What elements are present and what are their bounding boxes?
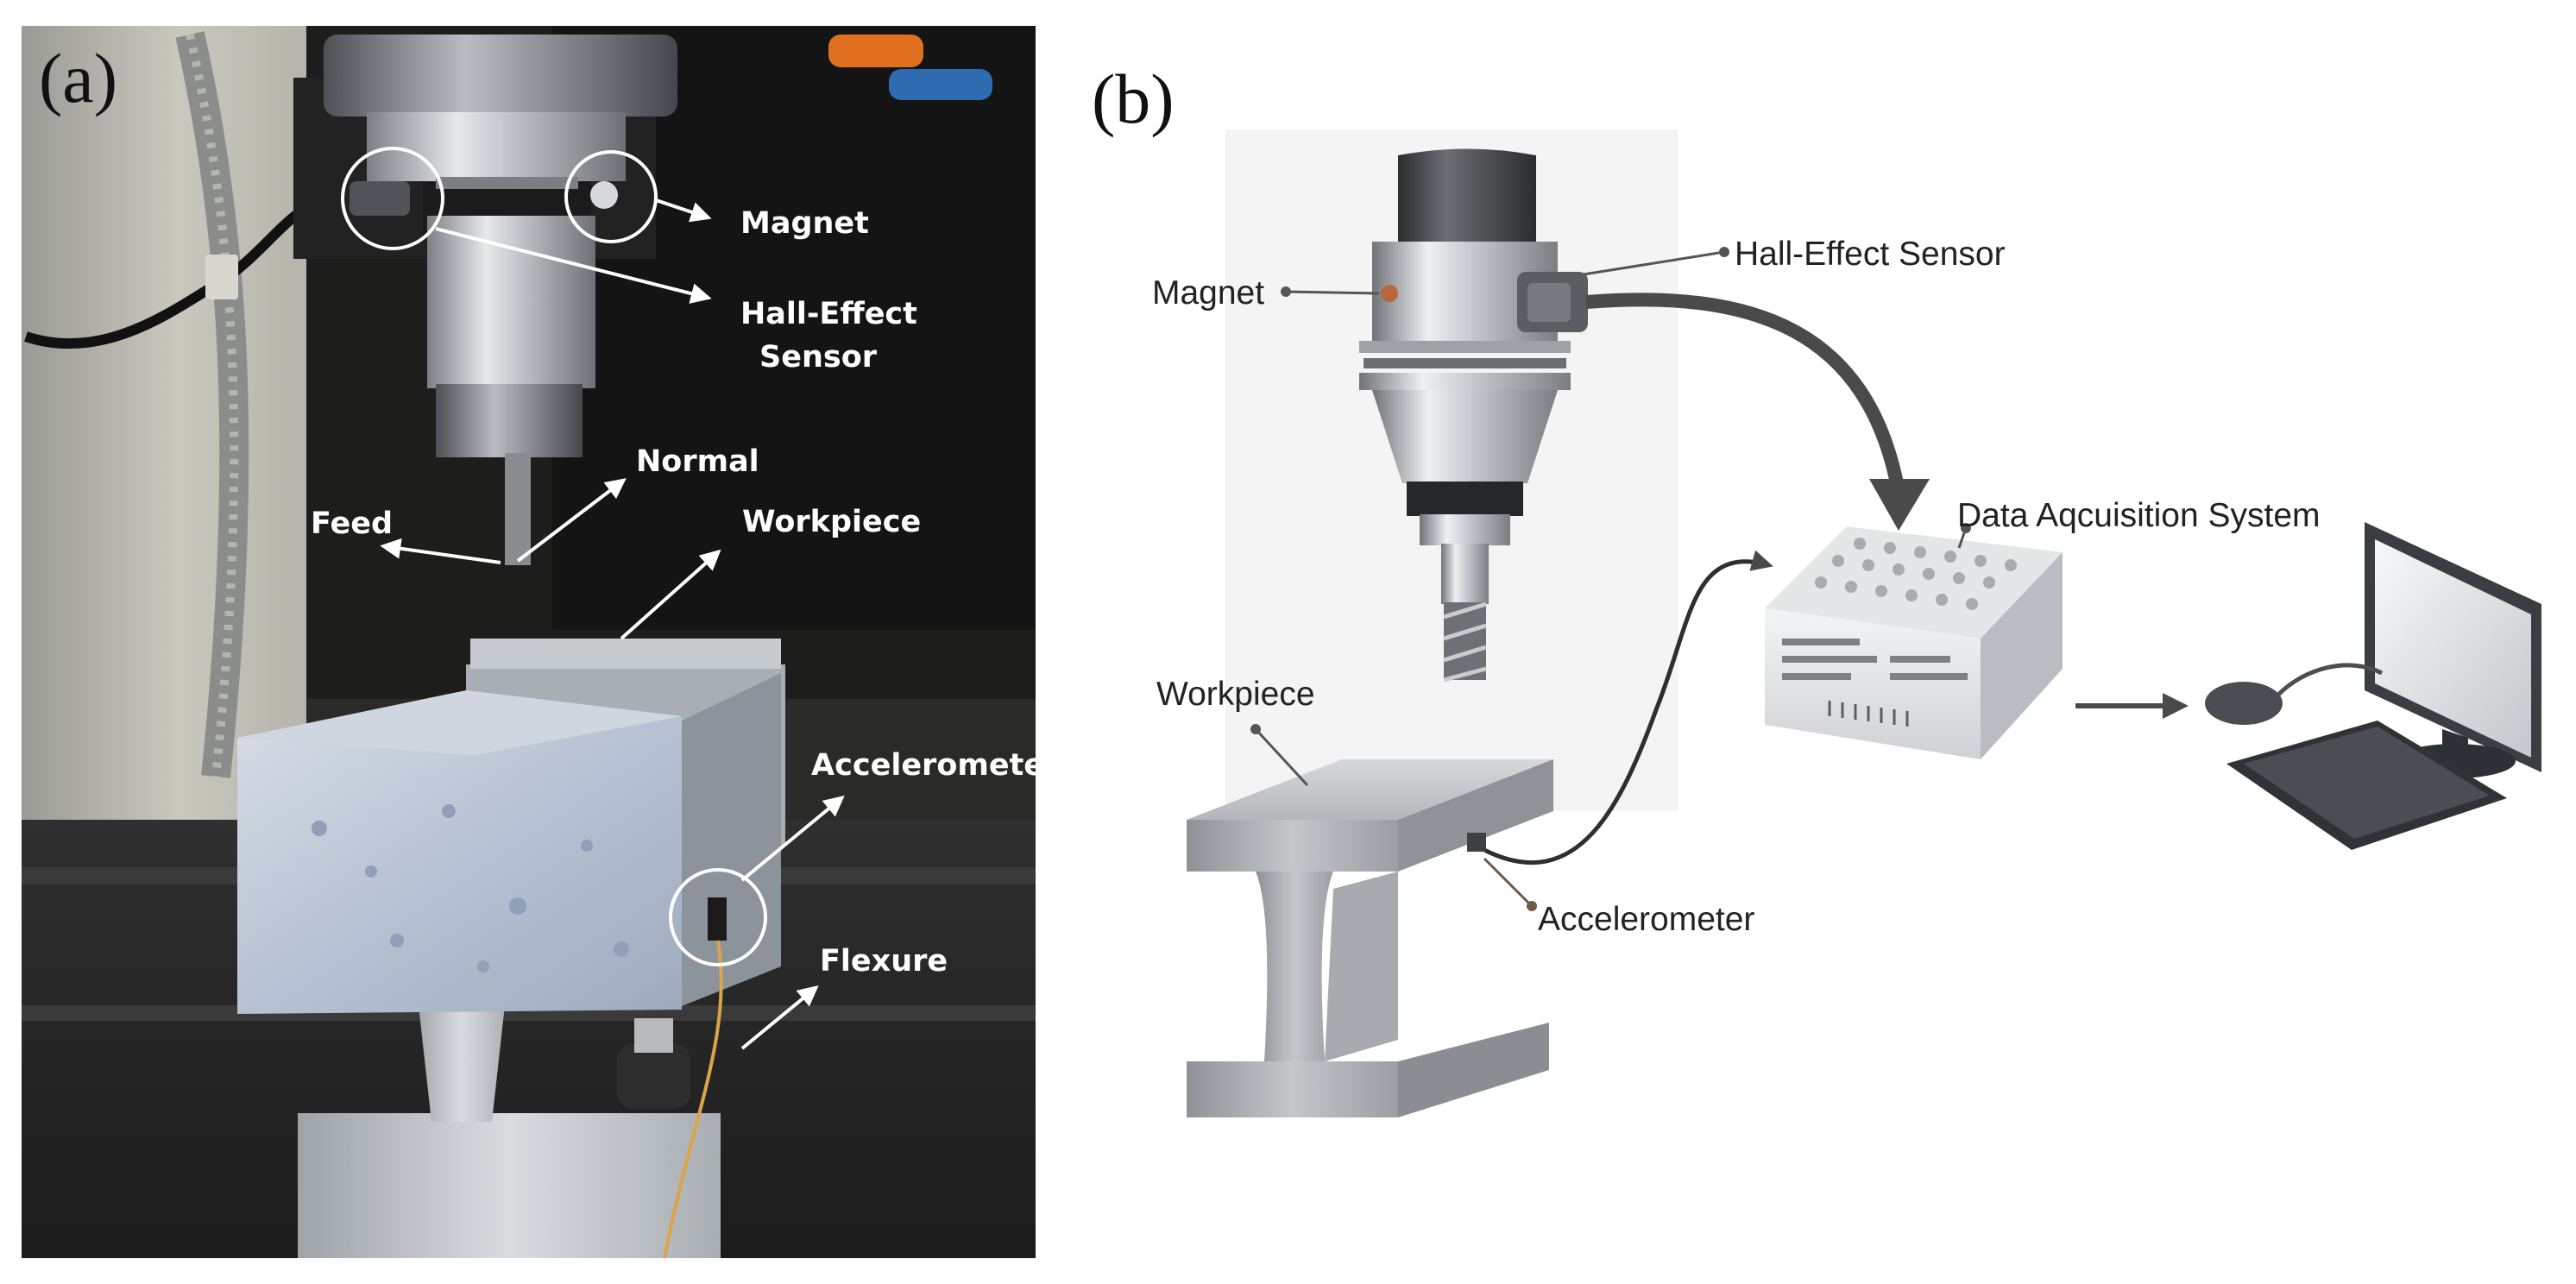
label-a-feed: Feed bbox=[311, 507, 393, 541]
flange-3 bbox=[1359, 373, 1571, 390]
clamp-bolt bbox=[617, 1044, 690, 1109]
magnet-arrow bbox=[655, 198, 712, 223]
label-b-magnet: Magnet bbox=[1152, 274, 1264, 312]
accelerometer-body bbox=[708, 897, 727, 941]
label-a-hall-line1: Hall-Effect bbox=[740, 297, 917, 331]
fixture-side bbox=[673, 673, 781, 1010]
leader-magnet-dot bbox=[1281, 286, 1291, 297]
leader-daq-dot bbox=[1961, 523, 1971, 533]
daq-panel-marks bbox=[1782, 639, 1968, 680]
beam-bottom-side bbox=[1398, 1023, 1549, 1117]
hall-sensor-face bbox=[1527, 283, 1571, 322]
hall-cable bbox=[1585, 293, 1905, 494]
beam-bottom-flange bbox=[1187, 1061, 1398, 1117]
machine-wall bbox=[22, 26, 306, 820]
label-a-workpiece: Workpiece bbox=[742, 505, 921, 539]
daq-vents bbox=[1828, 701, 1909, 727]
leader-accelerometer bbox=[1483, 857, 1534, 908]
label-a-magnet: Magnet bbox=[740, 206, 869, 241]
end-mill bbox=[505, 453, 531, 565]
hall-sensor-circle bbox=[341, 147, 444, 250]
normal-arrow bbox=[516, 478, 627, 563]
daq-top bbox=[1765, 526, 2063, 639]
beam-top-side bbox=[1398, 759, 1553, 872]
accelerometer-arrow bbox=[740, 795, 845, 882]
label-a-hall-line2: Sensor bbox=[759, 340, 878, 374]
collet-band bbox=[1407, 482, 1523, 516]
fixture-block-top bbox=[237, 690, 682, 755]
magnet-body bbox=[590, 181, 618, 209]
daq-knobs bbox=[1815, 538, 2017, 610]
flexure-base bbox=[298, 1113, 721, 1258]
shank bbox=[1441, 544, 1489, 604]
beam-top-face bbox=[1187, 759, 1553, 820]
leader-hall-dot bbox=[1719, 247, 1729, 257]
spindle-ring bbox=[367, 112, 626, 181]
spindle-cap bbox=[1398, 148, 1536, 242]
leader-workpiece bbox=[1254, 727, 1309, 787]
mouse bbox=[2205, 682, 2283, 725]
leader-magnet bbox=[1285, 290, 1380, 295]
label-a-accelerometer: Accelerometer bbox=[811, 748, 1060, 783]
daq-front bbox=[1765, 608, 1981, 759]
workpiece-arrow bbox=[620, 549, 721, 640]
keyboard-keys bbox=[2244, 727, 2490, 839]
label-b-accelerometer: Accelerometer bbox=[1538, 901, 1754, 938]
accelerometer-cable bbox=[1483, 550, 1773, 865]
beam-web bbox=[1256, 872, 1333, 1061]
label-a-flexure: Flexure bbox=[820, 944, 948, 979]
leader-hall bbox=[1583, 250, 1725, 276]
hall-sensor-body bbox=[350, 181, 410, 216]
fixture-block-face bbox=[237, 716, 682, 1014]
accelerometer-circle bbox=[669, 868, 767, 966]
monitor-screen bbox=[2375, 539, 2531, 758]
collet-tip bbox=[1420, 514, 1510, 545]
magnet-dot bbox=[1381, 285, 1398, 302]
magnet-circle bbox=[564, 150, 658, 243]
hall-arrow bbox=[435, 227, 712, 304]
bolt-head bbox=[634, 1018, 673, 1053]
collet-lip bbox=[436, 177, 578, 189]
spindle-illustration bbox=[1359, 148, 1588, 683]
flute-lines bbox=[1443, 601, 1487, 683]
accelerometer-sensor bbox=[1467, 833, 1486, 852]
coolant-nozzle bbox=[828, 35, 923, 67]
hall-cable-arrow bbox=[1869, 479, 1930, 531]
label-b-hall: Hall-Effect Sensor bbox=[1735, 236, 2006, 273]
taper bbox=[1372, 390, 1558, 483]
daq-side bbox=[1981, 552, 2063, 759]
leader-accelerometer-dot bbox=[1527, 901, 1537, 911]
hose-ribs bbox=[186, 33, 239, 777]
panel-a-label: (a) bbox=[39, 39, 117, 117]
panel-b-label: (b) bbox=[1092, 60, 1175, 138]
surface-marks bbox=[312, 804, 629, 972]
label-a-normal: Normal bbox=[636, 444, 759, 479]
flange-2 bbox=[1364, 358, 1566, 368]
coolant-line bbox=[889, 69, 992, 100]
label-b-workpiece: Workpiece bbox=[1156, 676, 1315, 713]
computer bbox=[2205, 522, 2541, 850]
tool-holder bbox=[427, 216, 595, 388]
beam-top-flange bbox=[1187, 820, 1398, 872]
collet-nut bbox=[436, 384, 583, 457]
spindle-nose bbox=[324, 35, 677, 116]
daq-unit bbox=[1765, 526, 2063, 759]
cable-tag bbox=[205, 255, 238, 299]
accelerometer-wire bbox=[663, 940, 723, 1259]
ibeam-workpiece bbox=[1187, 759, 1553, 1117]
beam-web-side bbox=[1325, 872, 1398, 1061]
panel-a-photo: Magnet Hall-Effect Sensor Normal Feed Wo… bbox=[22, 26, 1060, 1259]
flexure-arrow bbox=[740, 985, 819, 1050]
flange-1 bbox=[1359, 341, 1571, 353]
leader-workpiece-dot bbox=[1250, 724, 1261, 734]
workpiece-top-face bbox=[470, 639, 781, 669]
label-b-daq: Data Aqcuisition System bbox=[1957, 497, 2321, 534]
mouse-cable bbox=[2277, 663, 2384, 696]
feed-arrow bbox=[380, 538, 501, 564]
